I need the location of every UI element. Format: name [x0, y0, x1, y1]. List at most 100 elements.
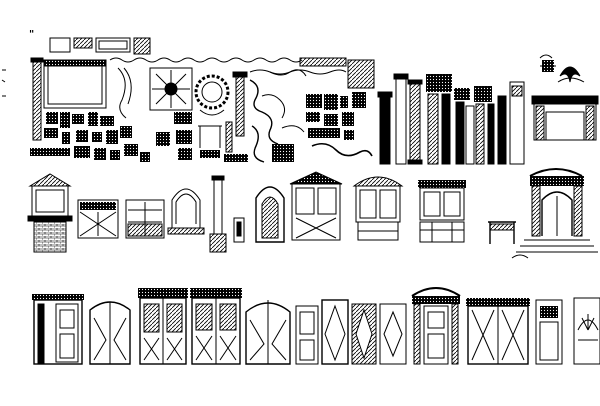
- door-transom: [540, 306, 558, 318]
- ornament-tile: [344, 130, 354, 140]
- column: [441, 93, 451, 165]
- door-cornice: [32, 294, 84, 300]
- frame-ornament: [98, 40, 128, 50]
- ornament-tile: [46, 112, 58, 124]
- acanthus-scroll: [269, 69, 307, 77]
- door-panel: [143, 303, 160, 333]
- desk-apron: [489, 223, 515, 231]
- column-capital: [407, 79, 423, 85]
- ornament-tile: [94, 148, 106, 160]
- ornament-tile: [176, 130, 192, 144]
- display-cabinet: [291, 183, 341, 241]
- glass-cabinet: [77, 199, 119, 239]
- entrance-crown: [529, 168, 583, 177]
- door-library-group: [32, 287, 600, 365]
- door-fanlight-rays: [581, 314, 595, 331]
- column: [455, 101, 465, 165]
- door-cornice: [190, 288, 242, 298]
- glass-cabinet: [125, 199, 165, 239]
- door-glazing: [471, 309, 525, 361]
- mantel-frame: [43, 59, 107, 109]
- entrance-pilaster: [573, 185, 583, 237]
- pediment: [289, 171, 343, 185]
- door-diamond-panel: [383, 310, 403, 358]
- breakfront-glass: [423, 191, 441, 217]
- ornament-tile: [72, 114, 84, 124]
- ornament-tile: [120, 126, 132, 138]
- mirror-glass: [35, 189, 65, 213]
- wreath-ornament: [194, 74, 230, 110]
- column: [379, 95, 391, 165]
- cornice: [418, 180, 466, 188]
- corner-mark: ": [29, 29, 35, 40]
- crest-ornament: [557, 77, 585, 83]
- frieze-band: [299, 57, 347, 67]
- door-frame: [245, 302, 291, 365]
- door-panel: [427, 311, 445, 329]
- door-cornice: [412, 296, 460, 304]
- ornament-tile: [178, 148, 192, 160]
- planter-scroll: [511, 254, 529, 259]
- arched-mirror-glass: [175, 193, 197, 224]
- ornament-tile: [106, 130, 118, 144]
- column-library-group: [377, 73, 525, 165]
- door-leaf: [423, 305, 449, 365]
- column: [427, 93, 439, 165]
- brick-firebox: [33, 221, 67, 253]
- door-sidelight: [37, 303, 45, 365]
- frieze-scroll: [109, 57, 303, 63]
- door-panel: [539, 321, 559, 361]
- rosette-panel: [149, 67, 193, 111]
- firebox-opening: [545, 111, 585, 141]
- scroll-bracket: [117, 67, 127, 119]
- ornament-tile: [174, 112, 192, 124]
- door-frame: [573, 297, 600, 365]
- column: [235, 75, 245, 137]
- acanthus-scroll: [281, 125, 305, 133]
- ornament-band: [200, 150, 220, 158]
- column-capital: [393, 73, 409, 80]
- rosette-center: [164, 82, 178, 96]
- ornament-band: [224, 154, 248, 162]
- column: [497, 95, 507, 165]
- column: [32, 59, 42, 141]
- mantel-frame-inner: [47, 63, 103, 105]
- cabinet-frieze: [80, 202, 116, 210]
- entrance-frieze: [530, 176, 584, 186]
- capital-ornament: [426, 74, 452, 92]
- fireplace-mantel: [531, 54, 599, 141]
- ornament-panel: [347, 59, 375, 89]
- door-panel: [299, 311, 315, 335]
- acanthus-scroll: [311, 142, 373, 157]
- arched-cabinet-panel: [261, 196, 279, 239]
- column: [213, 179, 223, 235]
- door-frame: [321, 299, 349, 365]
- breakfront-glass: [443, 191, 461, 217]
- ornament-tile: [272, 144, 294, 162]
- ornament-tile: [100, 116, 114, 126]
- hutch-glass: [379, 189, 397, 219]
- door-panel: [143, 337, 183, 361]
- pilaster-panel: [511, 85, 523, 97]
- frieze-band: [43, 59, 107, 67]
- frame-ornament: [133, 37, 151, 55]
- door-panel: [195, 335, 237, 361]
- capital-ornament: [454, 88, 470, 100]
- column: [395, 77, 407, 165]
- ornament-tile: [74, 146, 90, 158]
- breakfront-upper: [419, 187, 465, 221]
- ornament-tile: [62, 132, 70, 144]
- door-panel: [427, 333, 445, 359]
- acanthus-scroll: [251, 125, 265, 163]
- ornament-tile: [340, 96, 348, 108]
- console-top: [167, 227, 205, 235]
- door-frame: [33, 299, 83, 365]
- column-pedestal: [209, 233, 227, 253]
- ornament-tile: [110, 150, 120, 160]
- ornament-tile: [124, 144, 138, 156]
- breakfront-base: [419, 221, 465, 243]
- mantel-leg: [535, 105, 545, 141]
- ornament-tile: [306, 94, 322, 108]
